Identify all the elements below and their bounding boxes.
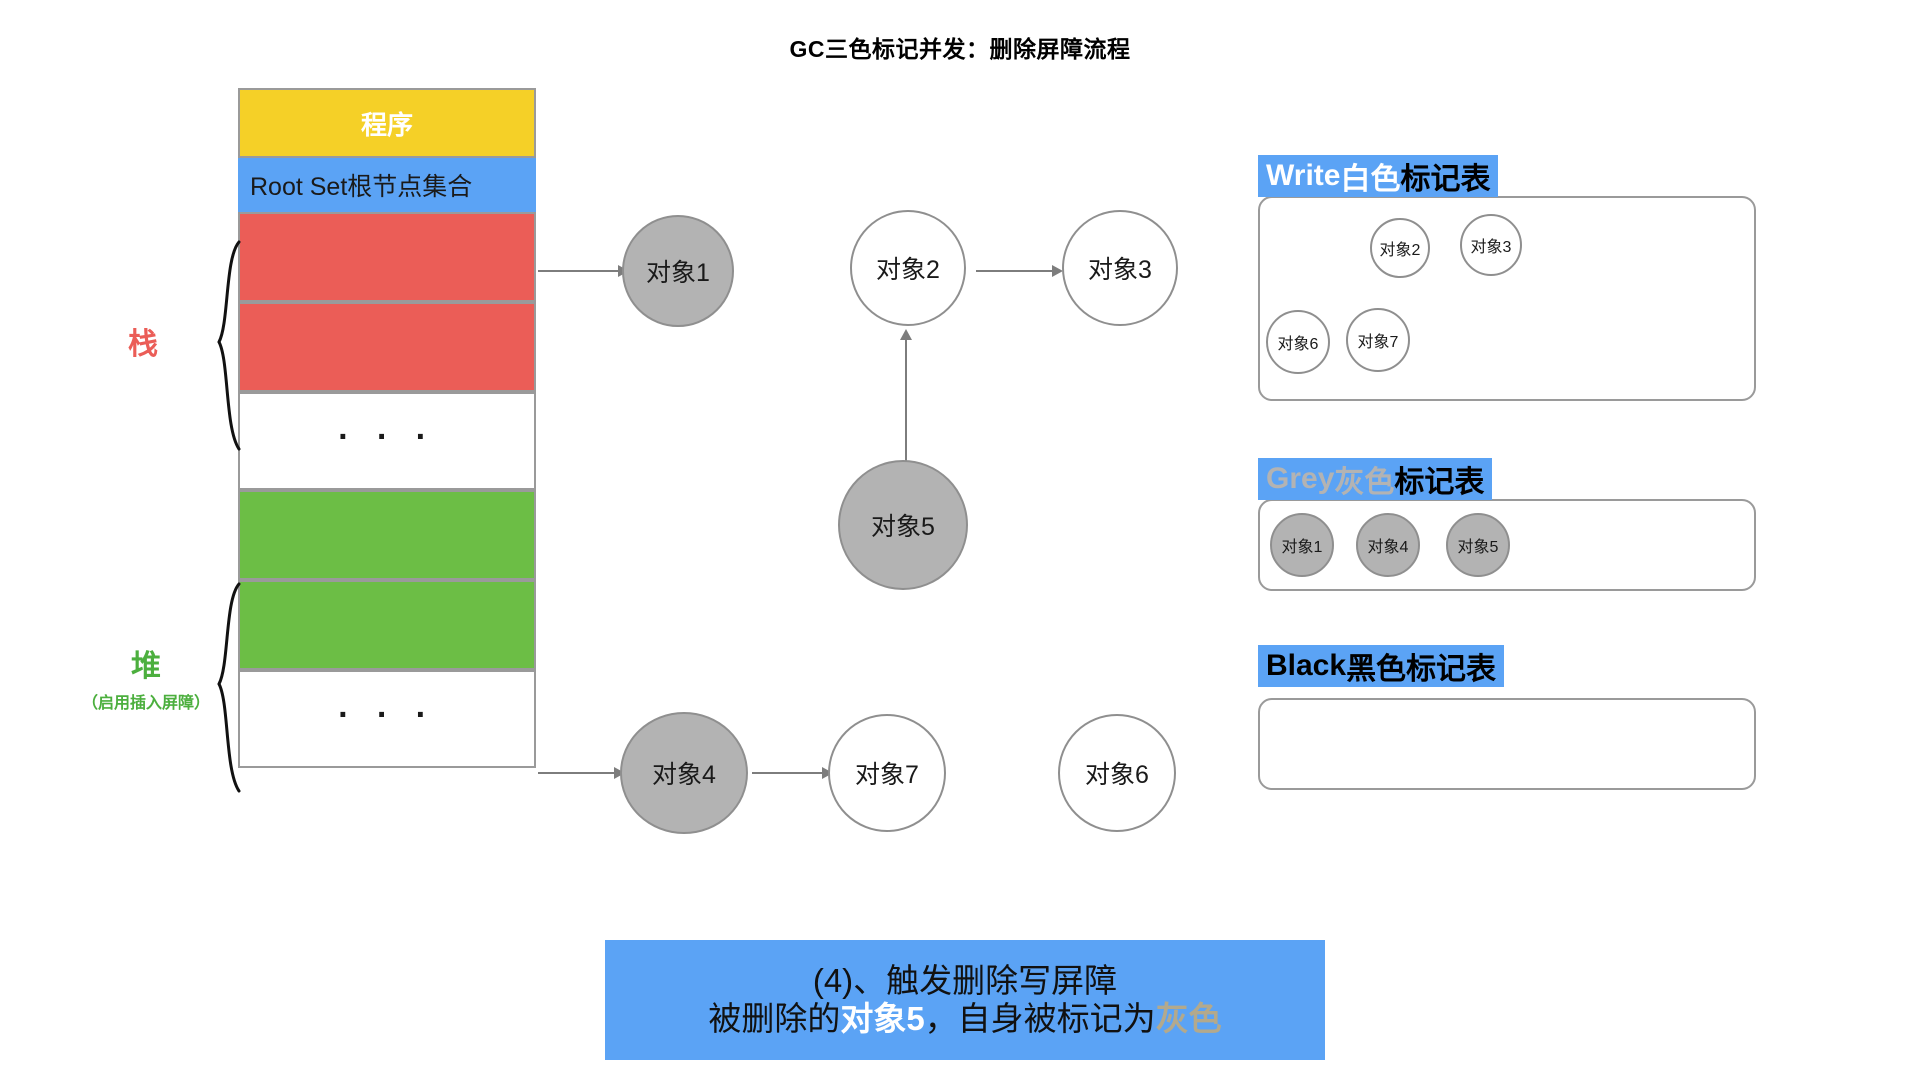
stack-ellipsis-slot: · · · bbox=[238, 392, 536, 490]
heap-label: 堆 bbox=[131, 650, 161, 683]
heap-slot-1 bbox=[238, 490, 536, 580]
node-obj2[interactable]: 对象2 bbox=[850, 210, 966, 326]
caption-line-1: (4)、触发删除写屏障 bbox=[812, 962, 1118, 1000]
chip-grey-3-label: 对象5 bbox=[1457, 539, 1499, 556]
caption-line-2-mid: ，自身被标记为 bbox=[924, 1000, 1156, 1037]
caption-emphasis-grey: 灰色 bbox=[1155, 1000, 1222, 1037]
node-obj6[interactable]: 对象6 bbox=[1058, 714, 1176, 832]
root-set-box: Root Set根节点集合 bbox=[238, 158, 536, 212]
chip-white-1[interactable]: 对象2 bbox=[1370, 218, 1430, 278]
chip-grey-3[interactable]: 对象5 bbox=[1446, 513, 1510, 577]
stack-slot-1 bbox=[238, 212, 536, 302]
grey-table-header: Grey 灰色标记表 bbox=[1258, 458, 1493, 500]
page-title: GC三色标记并发：删除屏障流程 bbox=[789, 36, 1131, 62]
node-obj7-label: 对象7 bbox=[855, 761, 919, 789]
node-obj3[interactable]: 对象3 bbox=[1062, 210, 1178, 326]
chip-white-4[interactable]: 对象7 bbox=[1346, 308, 1410, 372]
chip-grey-2-label: 对象4 bbox=[1367, 539, 1409, 556]
node-obj5-label: 对象5 bbox=[871, 513, 935, 541]
arrow-heap-to-obj4-head bbox=[614, 767, 625, 779]
white-table-header-suffix: 标记表 bbox=[1400, 163, 1491, 196]
arrow-obj2-to-obj3-line bbox=[976, 270, 1056, 272]
node-obj6-label: 对象6 bbox=[1085, 761, 1149, 789]
grey-table-header-suffix: 标记表 bbox=[1394, 466, 1485, 499]
black-table-header: Black 黑色标记表 bbox=[1258, 645, 1505, 687]
node-obj5[interactable]: 对象5 bbox=[838, 460, 968, 590]
chip-white-1-label: 对象2 bbox=[1379, 242, 1421, 259]
white-table-header-prefix: Write bbox=[1266, 159, 1341, 192]
chip-white-2[interactable]: 对象3 bbox=[1460, 214, 1522, 276]
caption-line-2-prefix: 被删除的 bbox=[708, 1000, 841, 1037]
arrow-obj5-to-obj2-line bbox=[905, 336, 907, 462]
heap-ellipsis-slot: · · · bbox=[238, 670, 536, 768]
grey-table-header-prefix: Grey bbox=[1266, 462, 1335, 495]
heap-slot-2 bbox=[238, 580, 536, 670]
white-table-header-color-word: 白色 bbox=[1340, 163, 1401, 196]
chip-grey-2[interactable]: 对象4 bbox=[1356, 513, 1420, 577]
arrow-obj4-to-obj7-line bbox=[752, 772, 826, 774]
node-obj2-label: 对象2 bbox=[876, 256, 940, 284]
node-obj1[interactable]: 对象1 bbox=[622, 215, 734, 327]
caption-emphasis-object5: 对象5 bbox=[840, 1000, 925, 1037]
black-table-header-prefix: Black bbox=[1266, 649, 1347, 682]
node-obj7[interactable]: 对象7 bbox=[828, 714, 946, 832]
black-table-body bbox=[1258, 698, 1756, 790]
node-obj1-label: 对象1 bbox=[646, 259, 710, 287]
stack-slot-2 bbox=[238, 302, 536, 392]
white-table-header: Write 白色标记表 bbox=[1258, 155, 1499, 197]
stack-label: 栈 bbox=[128, 328, 158, 361]
arrow-obj2-to-obj3-head bbox=[1052, 265, 1063, 277]
node-obj3-label: 对象3 bbox=[1088, 256, 1152, 284]
white-table-body: 对象2 对象3 对象6 对象7 bbox=[1258, 196, 1756, 401]
arrow-obj5-to-obj2-head bbox=[900, 329, 912, 340]
ellipsis-heap: · · · bbox=[338, 696, 436, 734]
stack-brace bbox=[217, 240, 241, 451]
node-obj4-label: 对象4 bbox=[652, 761, 716, 789]
chip-white-4-label: 对象7 bbox=[1357, 334, 1399, 351]
heap-brace bbox=[217, 582, 241, 793]
caption-line-2: 被删除的对象5，自身被标记为灰色 bbox=[708, 1000, 1221, 1038]
chip-white-3[interactable]: 对象6 bbox=[1266, 310, 1330, 374]
black-table-header-color-word: 黑色 bbox=[1346, 653, 1407, 686]
chip-white-2-label: 对象3 bbox=[1470, 239, 1512, 256]
caption-box: (4)、触发删除写屏障 被删除的对象5，自身被标记为灰色 bbox=[605, 940, 1325, 1060]
black-table-header-suffix: 标记表 bbox=[1406, 653, 1497, 686]
ellipsis-stack: · · · bbox=[338, 418, 436, 456]
grey-table-body: 对象1 对象4 对象5 bbox=[1258, 499, 1756, 591]
chip-grey-1-label: 对象1 bbox=[1281, 539, 1323, 556]
grey-table-header-color-word: 灰色 bbox=[1334, 466, 1395, 499]
memory-column: 程序 Root Set根节点集合 · · · · · · bbox=[238, 88, 536, 768]
chip-white-3-label: 对象6 bbox=[1277, 336, 1319, 353]
node-obj4[interactable]: 对象4 bbox=[620, 712, 748, 834]
arrow-obj4-to-obj7-head bbox=[822, 767, 833, 779]
program-box: 程序 bbox=[238, 88, 536, 158]
arrow-heap-to-obj4-line bbox=[538, 772, 618, 774]
chip-grey-1[interactable]: 对象1 bbox=[1270, 513, 1334, 577]
arrow-root-to-obj1-line bbox=[538, 270, 622, 272]
heap-sub-label: （启用插入屏障） bbox=[81, 695, 210, 712]
